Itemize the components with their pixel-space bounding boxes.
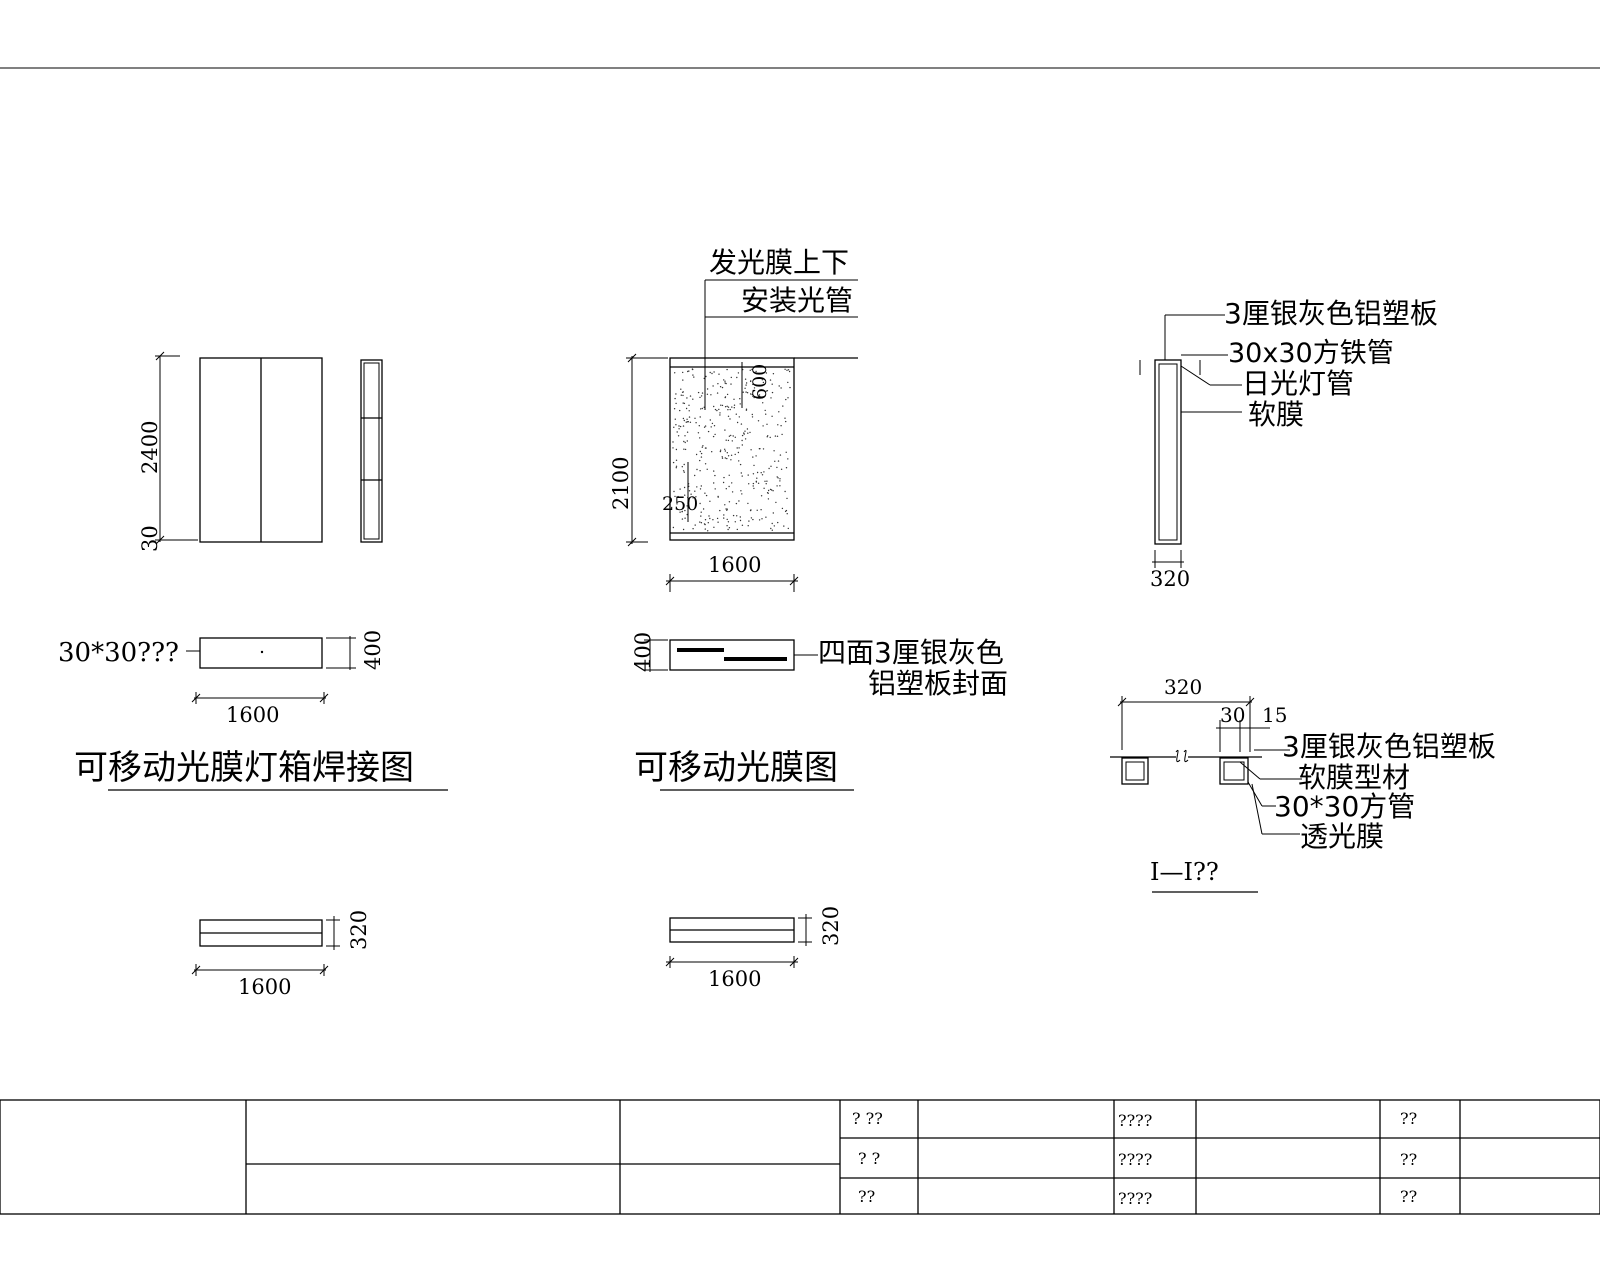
detail-320-dim: 320 — [1164, 675, 1202, 699]
tb-r2c3: ?? — [1400, 1150, 1417, 1169]
film-callout-line2: 安装光管 — [741, 284, 853, 317]
section-detail-view: 320 30 15 3厘银灰色铝塑板 软膜型材 30*30方管 透光膜 I—I?… — [1110, 675, 1496, 893]
film-elevation-view: 发光膜上下 安装光管 600 250 2100 1600 — [609, 246, 858, 592]
frame-bottom-depth-dim: 320 — [347, 910, 371, 950]
frame-plan-width-dim: 1600 — [226, 703, 279, 727]
film-250-dim: 250 — [662, 493, 698, 515]
side-label-lamp: 日光灯管 — [1242, 367, 1354, 400]
tb-r3c2: ???? — [1118, 1189, 1152, 1208]
frame-height-dim: 2400 — [138, 421, 162, 474]
side-section-view: 3厘银灰色铝塑板 30x30方铁管 日光灯管 软膜 320 — [1139, 297, 1438, 591]
frame-bottom-view: 1600 320 — [191, 910, 371, 999]
side-label-panel: 3厘银灰色铝塑板 — [1224, 297, 1438, 330]
tb-r1c1: ? ?? — [852, 1109, 883, 1128]
film-bottom-view: 1600 320 — [665, 906, 843, 991]
detail-label-film: 透光膜 — [1300, 820, 1384, 853]
light-film-texture — [672, 368, 791, 532]
frame-base-dim: 30 — [138, 525, 162, 552]
film-bottom-depth-dim: 320 — [819, 906, 843, 946]
frame-elevation-view: 2400 30 — [138, 351, 383, 552]
frame-plan-label: 30*30??? — [58, 638, 179, 668]
title-block: ? ?? ? ? ?? ???? ???? ???? ?? ?? ?? — [0, 1099, 1600, 1215]
side-width-dim: 320 — [1150, 567, 1190, 591]
detail-30-dim: 30 — [1220, 703, 1245, 727]
detail-label-tube: 30*30方管 — [1274, 790, 1415, 823]
tb-r1c2: ???? — [1118, 1111, 1152, 1130]
detail-label-profile: 软膜型材 — [1298, 761, 1410, 794]
detail-label-panel: 3厘银灰色铝塑板 — [1282, 730, 1496, 763]
tb-r2c1: ? ? — [858, 1149, 880, 1168]
frame-plan-depth-dim: 400 — [361, 630, 385, 670]
frame-plan-view: 30*30??? 1600 400 — [58, 630, 385, 727]
tb-r2c2: ???? — [1118, 1150, 1152, 1169]
film-600-dim: 600 — [749, 364, 771, 400]
detail-section-title: I—I?? — [1150, 858, 1219, 886]
film-width-dim: 1600 — [708, 553, 761, 577]
side-label-film: 软膜 — [1248, 398, 1304, 431]
film-height-dim: 2100 — [609, 457, 633, 510]
frame-bottom-width-dim: 1600 — [238, 975, 291, 999]
film-title: 可移动光膜图 — [634, 748, 838, 788]
film-plan-depth-dim: 400 — [631, 632, 655, 672]
film-plan-callout-line2: 铝塑板封面 — [868, 667, 1008, 700]
tb-r1c3: ?? — [1400, 1109, 1417, 1128]
frame-title: 可移动光膜灯箱焊接图 — [74, 748, 414, 788]
film-plan-view: 400 四面3厘银灰色 铝塑板封面 — [631, 632, 1008, 700]
tb-r3c3: ?? — [1400, 1187, 1417, 1206]
tb-r3c1: ?? — [858, 1187, 875, 1206]
side-label-tube: 30x30方铁管 — [1228, 338, 1394, 369]
film-bottom-width-dim: 1600 — [708, 967, 761, 991]
film-plan-callout-line1: 四面3厘银灰色 — [818, 636, 1004, 669]
detail-15-dim: 15 — [1262, 703, 1287, 727]
film-callout-line1: 发光膜上下 — [709, 246, 849, 279]
